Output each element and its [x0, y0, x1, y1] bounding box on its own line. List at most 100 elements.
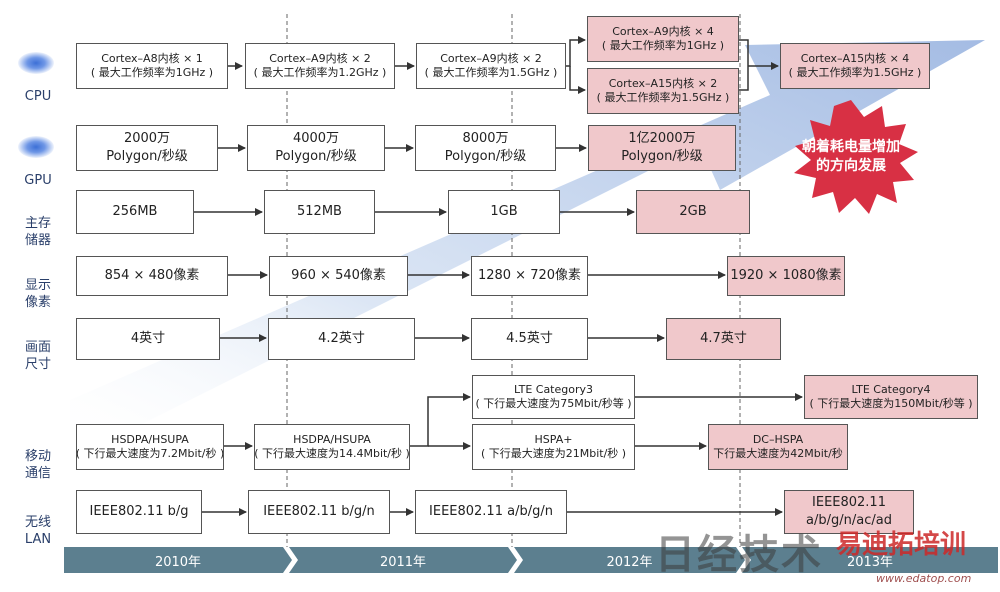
box-line: ( 下行最大速度为42Mbit/秒 ) [708, 447, 848, 460]
memory-box-2010: 256MB [76, 190, 194, 234]
box-line: HSDPA/HSUPA [111, 433, 189, 446]
row-label-cpu-text: CPU [24, 89, 52, 104]
year-segment-2011 [289, 547, 517, 573]
box-line: HSDPA/HSUPA [293, 433, 371, 446]
gpu-box-2013: 1亿2000万 Polygon/秒级 [588, 125, 736, 171]
screen-box-2012: 4.5英寸 [471, 318, 588, 360]
row-label-wlan: 无线 LAN [6, 497, 70, 548]
trend-burst [794, 100, 918, 214]
row-label-cpu: CPU [6, 52, 70, 105]
box-line: DC–HSPA [752, 433, 804, 446]
year-label-2010: 2010年 [154, 554, 202, 570]
box-line: ( 最大工作频率为1GHz ) [90, 66, 214, 79]
memory-box-2012: 1GB [448, 190, 560, 234]
box-line: Cortex–A15内核 × 4 [800, 52, 910, 65]
watermark-nikkei: 日经技术 [655, 532, 823, 578]
box-line: 4.7英寸 [700, 331, 747, 346]
box-line: Cortex–A9内核 × 4 [612, 25, 714, 38]
box-line: ( 下行最大速度为75Mbit/秒等 ) [475, 397, 632, 410]
row-label-mobile: 移动 通信 [6, 431, 70, 482]
memory-box-2011: 512MB [264, 190, 375, 234]
cpu-box-2012-a15: Cortex–A15内核 × 2 ( 最大工作频率为1.5GHz ) [587, 68, 739, 114]
row-label-screen: 画面 尺寸 [6, 322, 70, 373]
row-label-mobile-text: 移动 通信 [24, 449, 51, 481]
box-line: Cortex–A9内核 × 2 [440, 52, 542, 65]
box-line: ( 最大工作频率为1GHz ) [601, 39, 725, 52]
memory-box-2013: 2GB [636, 190, 750, 234]
mobile-box-2010: HSDPA/HSUPA ( 下行最大速度为7.2Mbit/秒 ) [76, 424, 224, 470]
screen-box-2013: 4.7英寸 [666, 318, 781, 360]
box-line: ( 下行最大速度为150Mbit/秒等 ) [809, 397, 973, 410]
box-line: ( 最大工作频率为1.5GHz ) [788, 66, 922, 79]
wlan-box-2010: IEEE802.11 b/g [76, 490, 202, 534]
box-line: 4英寸 [130, 331, 166, 346]
year-label-2012: 2012年 [606, 554, 653, 570]
box-line: a/b/g/n/ac/ad [806, 513, 892, 528]
gpu-box-2011: 4000万 Polygon/秒级 [247, 125, 385, 171]
box-line: Cortex–A15内核 × 2 [608, 77, 718, 90]
row-label-screen-text: 画面 尺寸 [24, 340, 51, 372]
row-label-wlan-text: 无线 LAN [24, 515, 52, 547]
watermark-edatop: 易迪拓培训 [836, 530, 967, 560]
box-line: Polygon/秒级 [621, 149, 703, 164]
row-label-pixels: 显示 像素 [6, 260, 70, 311]
box-line: IEEE802.11 b/g [89, 504, 189, 519]
cpu-box-2012: Cortex–A9内核 × 2 ( 最大工作频率为1.5GHz ) [416, 43, 566, 89]
box-line: IEEE802.11 [812, 495, 886, 510]
box-line: 8000万 [462, 131, 509, 146]
mobile-box-2013-lte: LTE Category4 ( 下行最大速度为150Mbit/秒等 ) [804, 375, 978, 419]
pixels-box-2013: 1920 × 1080像素 [727, 256, 845, 296]
screen-box-2010: 4英寸 [76, 318, 220, 360]
mobile-box-2013-dchspa: DC–HSPA ( 下行最大速度为42Mbit/秒 ) [708, 424, 848, 470]
orb-icon [18, 136, 54, 158]
trend-arrow [70, 40, 985, 460]
cpu-box-2013: Cortex–A15内核 × 4 ( 最大工作频率为1.5GHz ) [780, 43, 930, 89]
pixels-box-2012: 1280 × 720像素 [471, 256, 588, 296]
box-line: ( 下行最大速度为7.2Mbit/秒 ) [76, 447, 224, 460]
gpu-box-2010: 2000万 Polygon/秒级 [76, 125, 218, 171]
wlan-box-2012: IEEE802.11 a/b/g/n [415, 490, 567, 534]
box-line: IEEE802.11 a/b/g/n [429, 504, 553, 519]
box-line: 4000万 [292, 131, 340, 146]
year-bar [64, 547, 998, 573]
gpu-box-2012: 8000万 Polygon/秒级 [415, 125, 556, 171]
box-line: IEEE802.11 b/g/n [263, 504, 375, 519]
year-segment-2012 [514, 547, 745, 573]
mobile-box-2012-hspa: HSPA+ ( 下行最大速度为21Mbit/秒 ) [472, 424, 635, 470]
orb-icon [18, 52, 54, 74]
box-line: 1280 × 720像素 [477, 268, 582, 283]
year-label-2011: 2011年 [379, 554, 427, 570]
mobile-box-2011: HSDPA/HSUPA ( 下行最大速度为14.4Mbit/秒 ) [254, 424, 410, 470]
pixels-box-2011: 960 × 540像素 [269, 256, 408, 296]
box-line: 4.2英寸 [318, 331, 365, 346]
mobile-box-2012-lte: LTE Category3 ( 下行最大速度为75Mbit/秒等 ) [472, 375, 635, 419]
screen-box-2011: 4.2英寸 [268, 318, 415, 360]
box-line: Polygon/秒级 [444, 149, 527, 164]
box-line: Cortex–A8内核 × 1 [101, 52, 203, 65]
row-label-gpu: GPU [6, 136, 70, 189]
trend-label: 朝着耗电量增加 的方向发展 [802, 139, 900, 174]
year-segment-2010 [64, 547, 292, 573]
box-line: 2GB [679, 204, 707, 219]
box-line: 854 × 480像素 [104, 268, 200, 283]
box-line: LTE Category4 [851, 383, 931, 396]
year-segment-2013 [742, 547, 998, 573]
connectors [194, 36, 803, 516]
cpu-box-2010: Cortex–A8内核 × 1 ( 最大工作频率为1GHz ) [76, 43, 228, 89]
box-line: Cortex–A9内核 × 2 [269, 52, 371, 65]
box-line: 256MB [112, 204, 158, 219]
row-label-pixels-text: 显示 像素 [24, 278, 51, 310]
box-line: 1920 × 1080像素 [730, 268, 842, 283]
box-line: ( 下行最大速度为14.4Mbit/秒 ) [254, 447, 410, 460]
box-line: ( 最大工作频率为1.5GHz ) [596, 91, 730, 104]
year-label-2013: 2013年 [846, 554, 894, 570]
cpu-box-2011: Cortex–A9内核 × 2 ( 最大工作频率为1.2GHz ) [245, 43, 395, 89]
box-line: HSPA+ [534, 433, 573, 446]
box-line: Polygon/秒级 [275, 149, 357, 164]
box-line: 1GB [490, 204, 518, 219]
row-label-memory: 主存 储器 [6, 198, 70, 249]
box-line: Polygon/秒级 [106, 149, 188, 164]
box-line: 2000万 [123, 131, 171, 146]
